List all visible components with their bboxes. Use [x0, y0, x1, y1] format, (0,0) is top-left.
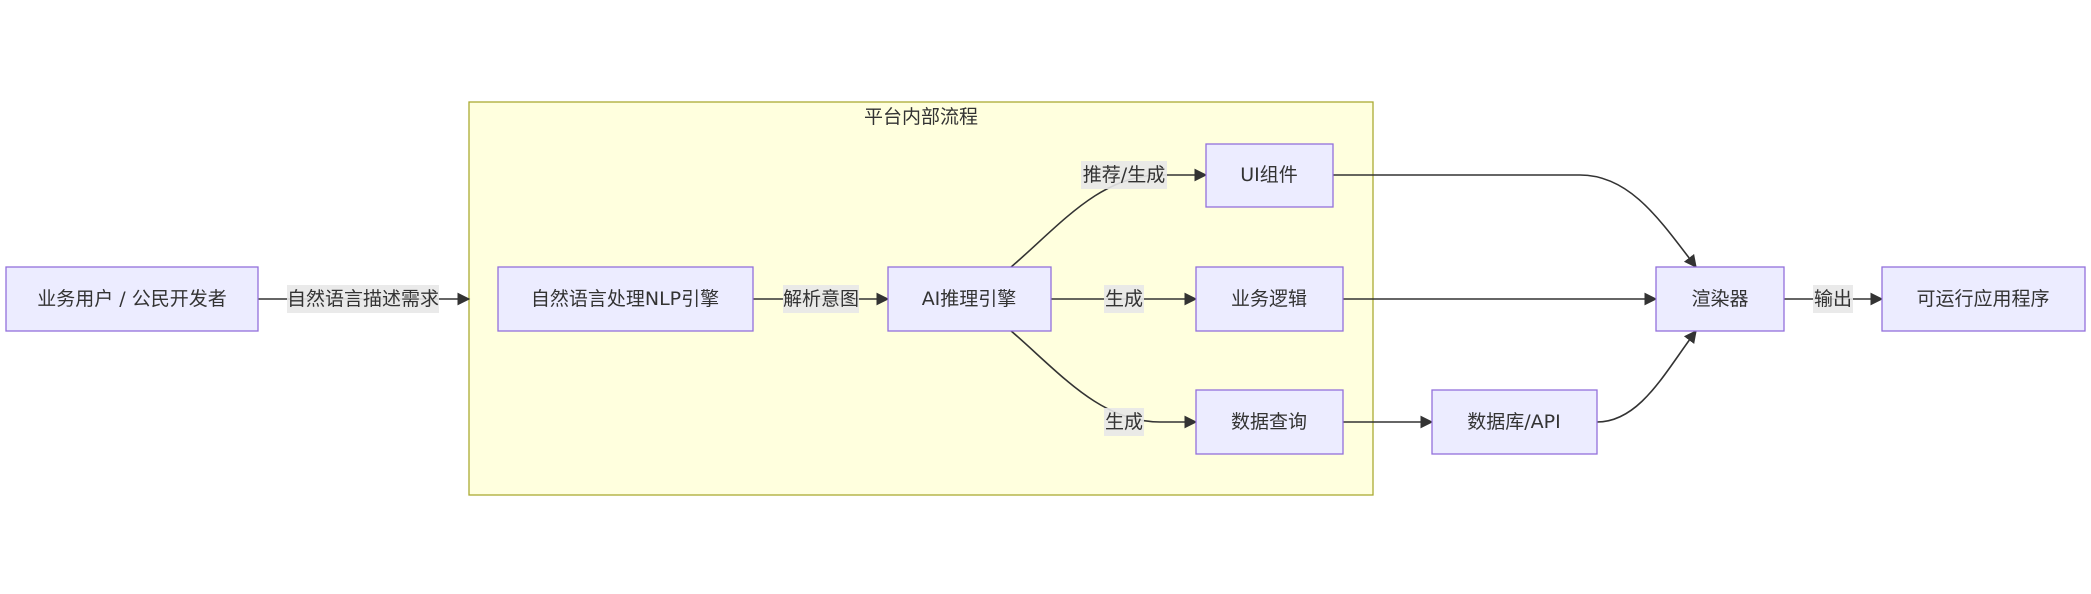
edge-labels: 自然语言描述需求 解析意图 推荐/生成 生成 生成 输出: [287, 161, 1853, 436]
edge-label-user-to-platform: 自然语言描述需求: [287, 288, 439, 310]
node-label-user: 业务用户 / 公民开发者: [37, 288, 226, 310]
node-label-logic: 业务逻辑: [1231, 288, 1307, 310]
node-database-api: 数据库/API: [1431, 389, 1598, 455]
node-label-renderer: 渲染器: [1691, 288, 1748, 310]
node-data-query: 数据查询: [1195, 389, 1344, 455]
node-renderer: 渲染器: [1655, 266, 1785, 332]
node-business-logic: 业务逻辑: [1195, 266, 1344, 332]
edge-ai-to-query: [1009, 329, 1198, 429]
node-label-query: 数据查询: [1231, 411, 1307, 433]
node-ai-engine: AI推理引擎: [887, 266, 1052, 332]
edge-label-nlp-to-ai: 解析意图: [783, 288, 859, 310]
edge-label-ai-to-query: 生成: [1105, 411, 1143, 433]
edge-label-ai-to-ui: 推荐/生成: [1083, 164, 1165, 186]
node-ui-component: UI组件: [1205, 143, 1334, 208]
edge-label-ai-to-logic: 生成: [1105, 288, 1143, 310]
edge-label-renderer-to-app: 输出: [1814, 288, 1852, 310]
edge-db-to-renderer: [1596, 329, 1697, 423]
node-label-ui: UI组件: [1240, 164, 1298, 186]
node-runnable-app: 可运行应用程序: [1881, 266, 2086, 332]
node-label-db: 数据库/API: [1467, 411, 1560, 433]
node-label-nlp: 自然语言处理NLP引擎: [531, 288, 719, 310]
edge-ui-to-renderer: [1333, 174, 1697, 269]
node-nlp-engine: 自然语言处理NLP引擎: [497, 266, 754, 332]
node-label-app: 可运行应用程序: [1916, 288, 2049, 310]
node-label-ai: AI推理引擎: [922, 288, 1017, 310]
node-user: 业务用户 / 公民开发者: [5, 266, 259, 332]
cluster-title: 平台内部流程: [864, 106, 978, 128]
